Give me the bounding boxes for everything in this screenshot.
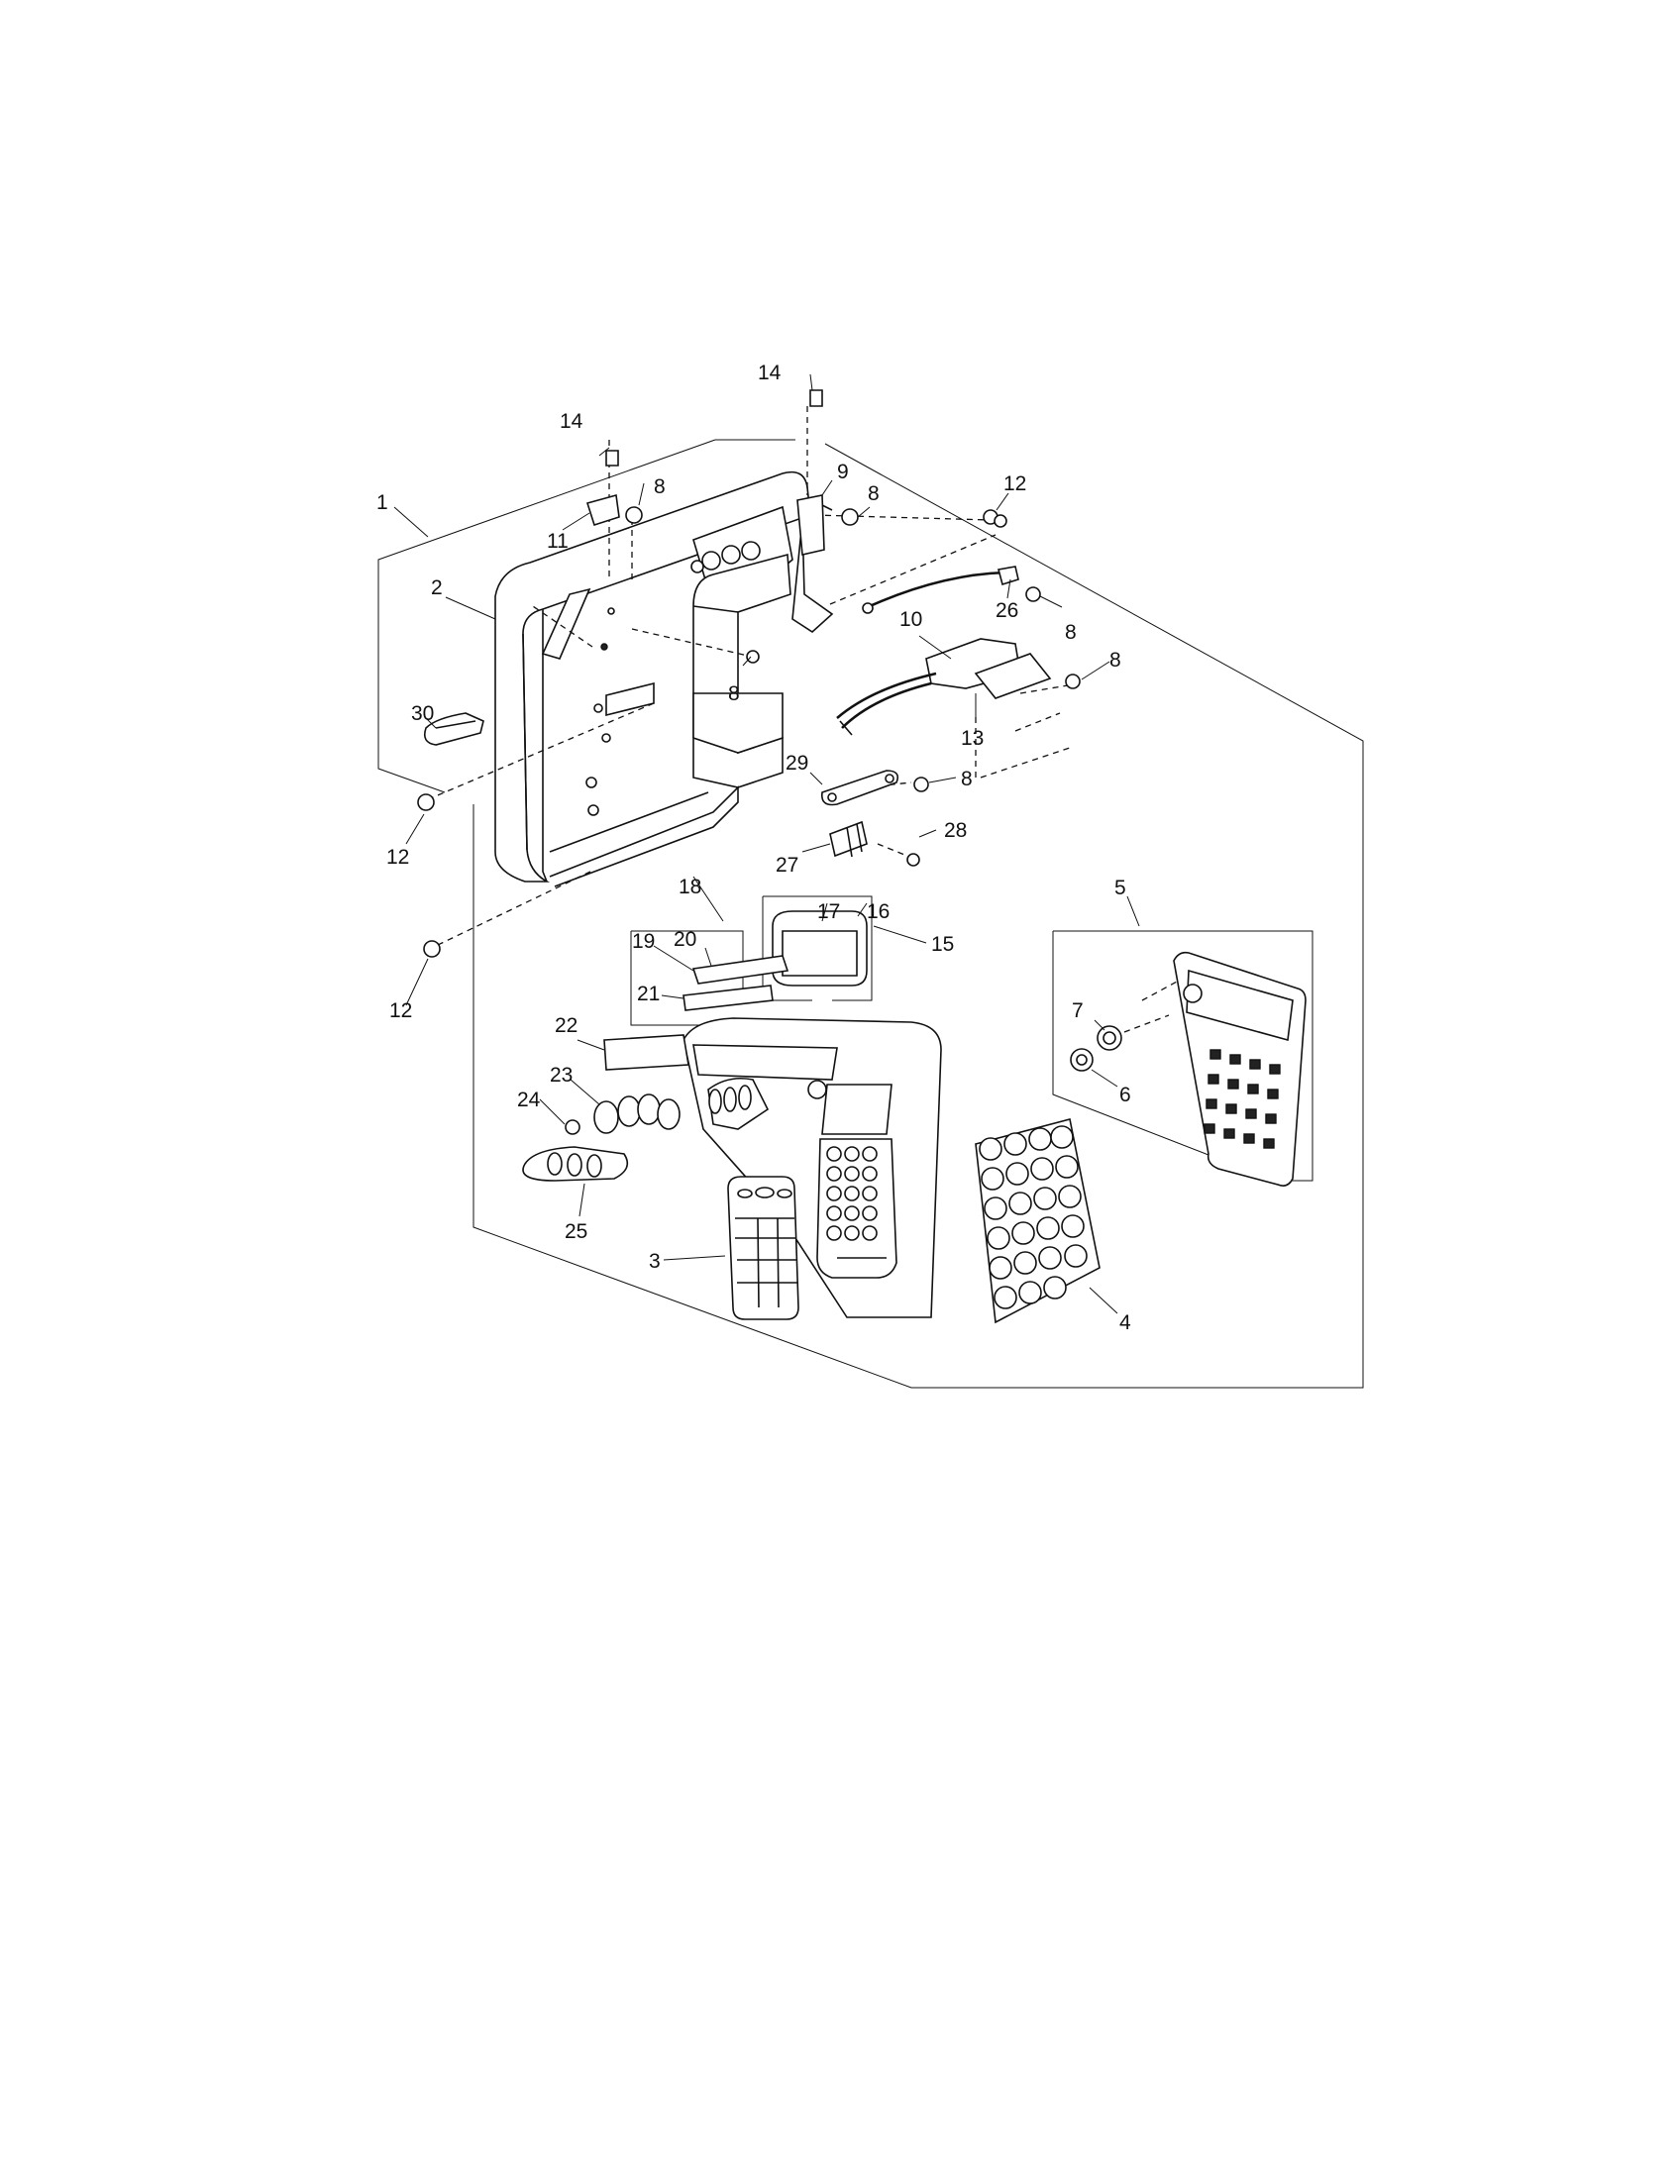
- callout-12-a: 12: [1003, 472, 1026, 495]
- callout-29: 29: [786, 752, 808, 775]
- bracket-parts: [417, 389, 1081, 958]
- callout-25: 25: [565, 1220, 587, 1243]
- callout-14-b: 14: [758, 362, 782, 384]
- callout-8-d: 8: [1109, 649, 1121, 672]
- callout-18: 18: [679, 876, 701, 898]
- callout-30: 30: [411, 702, 434, 725]
- keypad-rubber: [975, 1118, 1101, 1324]
- callout-5: 5: [1114, 877, 1126, 899]
- knob-parts: [522, 1034, 689, 1182]
- callout-8-f: 8: [961, 768, 973, 790]
- callout-16: 16: [867, 900, 890, 923]
- callout-21: 21: [637, 983, 660, 1005]
- callout-27: 27: [776, 854, 798, 877]
- cable-parts: [836, 566, 1052, 736]
- callout-24: 24: [517, 1089, 541, 1111]
- callout-6: 6: [1119, 1084, 1131, 1106]
- pcb-group: [1052, 930, 1313, 1187]
- callout-9: 9: [837, 461, 849, 483]
- callout-14-a: 14: [560, 410, 583, 433]
- fastener-lines: [425, 406, 1180, 1001]
- callout-19: 19: [632, 930, 655, 953]
- callout-17: 17: [817, 900, 840, 923]
- front-panel: [682, 1017, 942, 1318]
- callout-26: 26: [996, 599, 1018, 622]
- callout-8-e: 8: [728, 682, 740, 705]
- overlay-card: [727, 1176, 799, 1320]
- small-parts: [423, 712, 899, 858]
- callout-8-a: 8: [654, 475, 666, 498]
- callout-23: 23: [550, 1064, 573, 1087]
- callout-12-b: 12: [386, 846, 409, 869]
- window-group: [630, 895, 873, 1029]
- callout-4: 4: [1119, 1311, 1131, 1334]
- rear-housing: [494, 470, 834, 887]
- callout-8-b: 8: [868, 482, 880, 505]
- leader-lines: [393, 373, 1140, 1314]
- callout-13: 13: [961, 727, 984, 750]
- callout-12-c: 12: [389, 999, 412, 1022]
- front-panel-keys: [826, 1146, 878, 1241]
- callout-7: 7: [1072, 999, 1084, 1022]
- callout-2: 2: [431, 576, 443, 599]
- callout-10: 10: [899, 608, 922, 631]
- pcb-keys: [1204, 1049, 1281, 1149]
- assembly-outline: [377, 439, 1364, 1389]
- callout-22: 22: [555, 1014, 578, 1037]
- callout-1: 1: [376, 491, 388, 514]
- callout-labels: 1 2 3 4 5 6 7 8 8 8 8 8 8 9 10 11 12 12 …: [376, 362, 1131, 1334]
- callout-15: 15: [931, 933, 954, 956]
- keypad-buttons: [979, 1125, 1088, 1309]
- callout-20: 20: [674, 928, 696, 951]
- callout-3: 3: [649, 1250, 661, 1273]
- callout-11: 11: [547, 530, 569, 553]
- callout-28: 28: [944, 819, 967, 842]
- callout-8-c: 8: [1065, 621, 1077, 644]
